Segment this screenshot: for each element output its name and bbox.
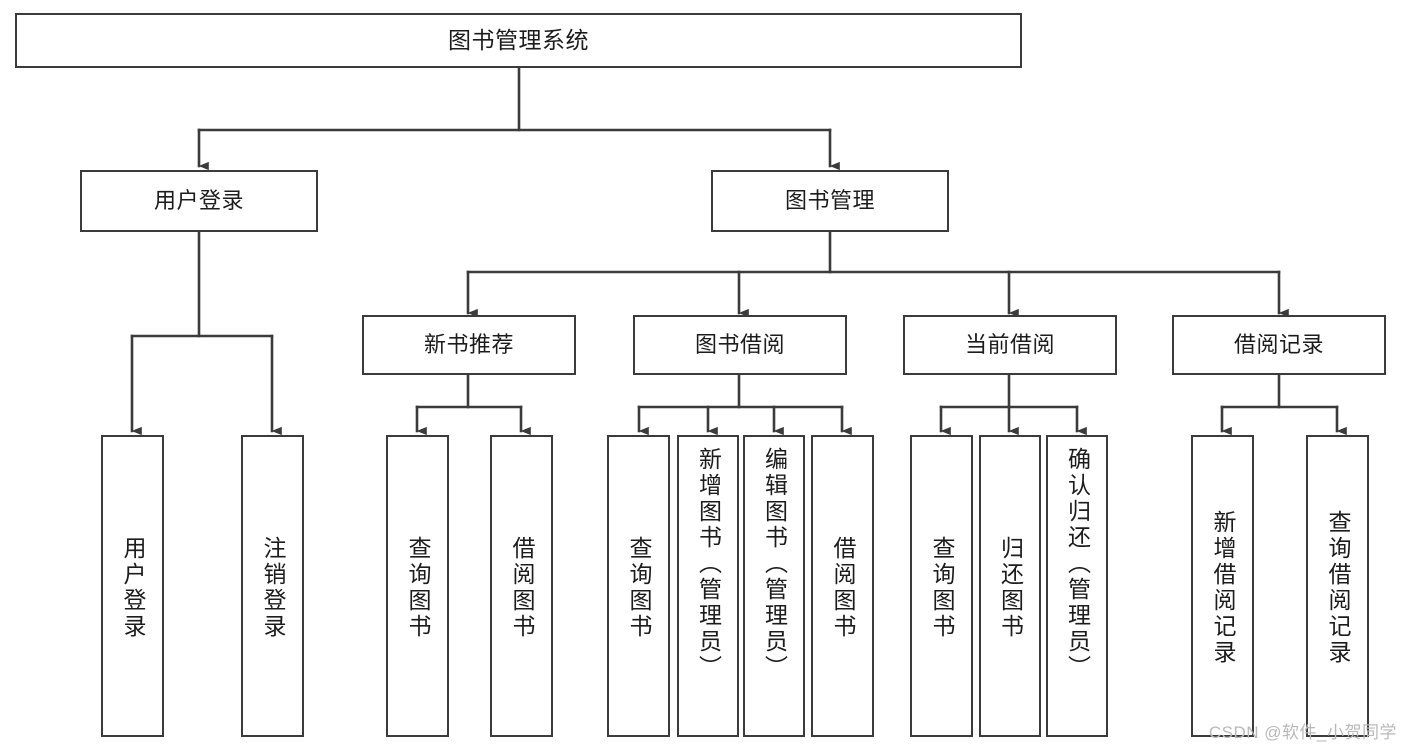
node-book-borrow[interactable]: 图书借阅: [633, 315, 847, 375]
node-book-management[interactable]: 图书管理: [711, 170, 949, 232]
node-label: 图书借阅: [694, 331, 785, 357]
node-label: 归还图书: [997, 536, 1024, 640]
leaf-add-book-admin[interactable]: 新增图书（管理员）: [677, 435, 739, 737]
connectors-book-manage-to-level3: [466, 230, 1289, 318]
node-label: 用户登录: [120, 536, 146, 640]
leaf-user-login[interactable]: 用户登录: [101, 435, 164, 737]
node-label: 查询图书: [929, 536, 955, 640]
node-label: 用户登录: [153, 187, 244, 213]
connectors-root-to-level2: [197, 66, 840, 171]
node-current-borrow[interactable]: 当前借阅: [903, 315, 1117, 375]
leaf-logout[interactable]: 注销登录: [241, 435, 304, 737]
node-label: 图书管理: [784, 187, 875, 213]
node-root-book-management-system[interactable]: 图书管理系统: [15, 13, 1022, 68]
leaf-query-borrow-record[interactable]: 查询借阅记录: [1306, 435, 1369, 737]
node-borrow-record[interactable]: 借阅记录: [1172, 315, 1386, 375]
node-label: 借阅图书: [509, 536, 535, 640]
node-label: 借阅记录: [1233, 331, 1324, 357]
connectors-user-login-to-leaves: [130, 230, 282, 436]
connectors-new-book-to-leaves: [415, 373, 531, 436]
leaf-edit-book-admin[interactable]: 编辑图书（管理员）: [743, 435, 805, 737]
node-label: 新书推荐: [423, 331, 514, 357]
node-label: 确认归还（管理员）: [1064, 447, 1091, 681]
node-label: 新增借阅记录: [1210, 510, 1236, 666]
node-label: 查询图书: [626, 536, 652, 640]
leaf-return-book[interactable]: 归还图书: [979, 435, 1041, 737]
connectors-borrow-record-to-leaves: [1220, 373, 1347, 436]
connectors-book-borrow-to-leaves: [637, 373, 852, 436]
node-user-login[interactable]: 用户登录: [80, 170, 318, 232]
leaf-add-borrow-record[interactable]: 新增借阅记录: [1191, 435, 1254, 737]
leaf-query-book-current[interactable]: 查询图书: [910, 435, 973, 737]
node-label: 注销登录: [260, 536, 286, 640]
leaf-confirm-return-admin[interactable]: 确认归还（管理员）: [1046, 435, 1108, 737]
node-label: 当前借阅: [964, 331, 1055, 357]
connectors-current-borrow-to-leaves: [939, 373, 1087, 436]
node-label: 编辑图书（管理员）: [761, 447, 788, 681]
node-label: 新增图书（管理员）: [695, 447, 722, 681]
leaf-borrow-book-recommend[interactable]: 借阅图书: [490, 435, 553, 737]
leaf-borrow-book[interactable]: 借阅图书: [811, 435, 874, 737]
node-label: 借阅图书: [830, 536, 856, 640]
node-label: 查询图书: [405, 536, 431, 640]
leaf-query-book-borrow[interactable]: 查询图书: [607, 435, 670, 737]
leaf-query-book-recommend[interactable]: 查询图书: [386, 435, 449, 737]
node-label: 图书管理系统: [448, 26, 589, 53]
node-new-book-recommend[interactable]: 新书推荐: [362, 315, 576, 375]
node-label: 查询借阅记录: [1325, 510, 1351, 666]
